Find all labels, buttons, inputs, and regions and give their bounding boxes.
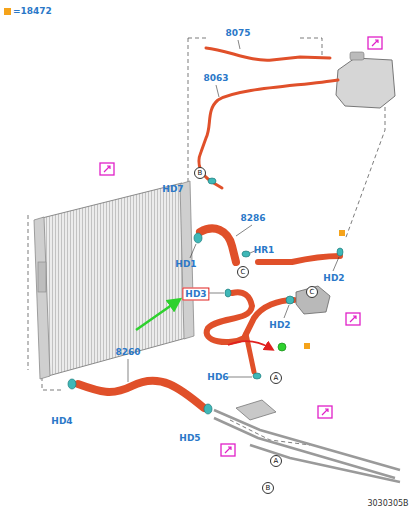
connection-letter: B xyxy=(194,167,206,179)
connection-letter: C xyxy=(306,286,318,298)
part-label: 8063 xyxy=(203,74,228,83)
connection-letter: A xyxy=(270,372,282,384)
connection-letter: C xyxy=(237,266,249,278)
connection-letter-text: C xyxy=(241,269,246,276)
legend-text: =18472 xyxy=(13,6,52,16)
part-label: HD1 xyxy=(175,260,196,269)
legend-row: =18472 xyxy=(4,6,52,16)
connection-letter: B xyxy=(262,482,274,494)
part-label: 8286 xyxy=(240,214,265,223)
callout-text: HD3 xyxy=(185,290,206,299)
part-label: HD4 xyxy=(51,417,72,426)
connection-letter-text: B xyxy=(198,170,203,177)
connection-letter-text: C xyxy=(310,289,315,296)
part-label: HR1 xyxy=(254,246,275,255)
part-label: HD6 xyxy=(207,373,228,382)
connection-letter-text: B xyxy=(266,485,271,492)
connection-letter: A xyxy=(270,455,282,467)
highlighted-callout: HD3 xyxy=(182,288,209,301)
connection-letter-text: A xyxy=(274,458,279,465)
part-label: HD5 xyxy=(179,434,200,443)
part-label: 8260 xyxy=(115,348,140,357)
part-label: HD2 xyxy=(269,321,290,330)
part-label: 8075 xyxy=(225,29,250,38)
connection-letter-text: A xyxy=(274,375,279,382)
part-label: HD2 xyxy=(323,274,344,283)
figure-number: 3030305B xyxy=(367,500,408,508)
legend-swatch xyxy=(4,8,11,15)
part-label: HD7 xyxy=(162,185,183,194)
